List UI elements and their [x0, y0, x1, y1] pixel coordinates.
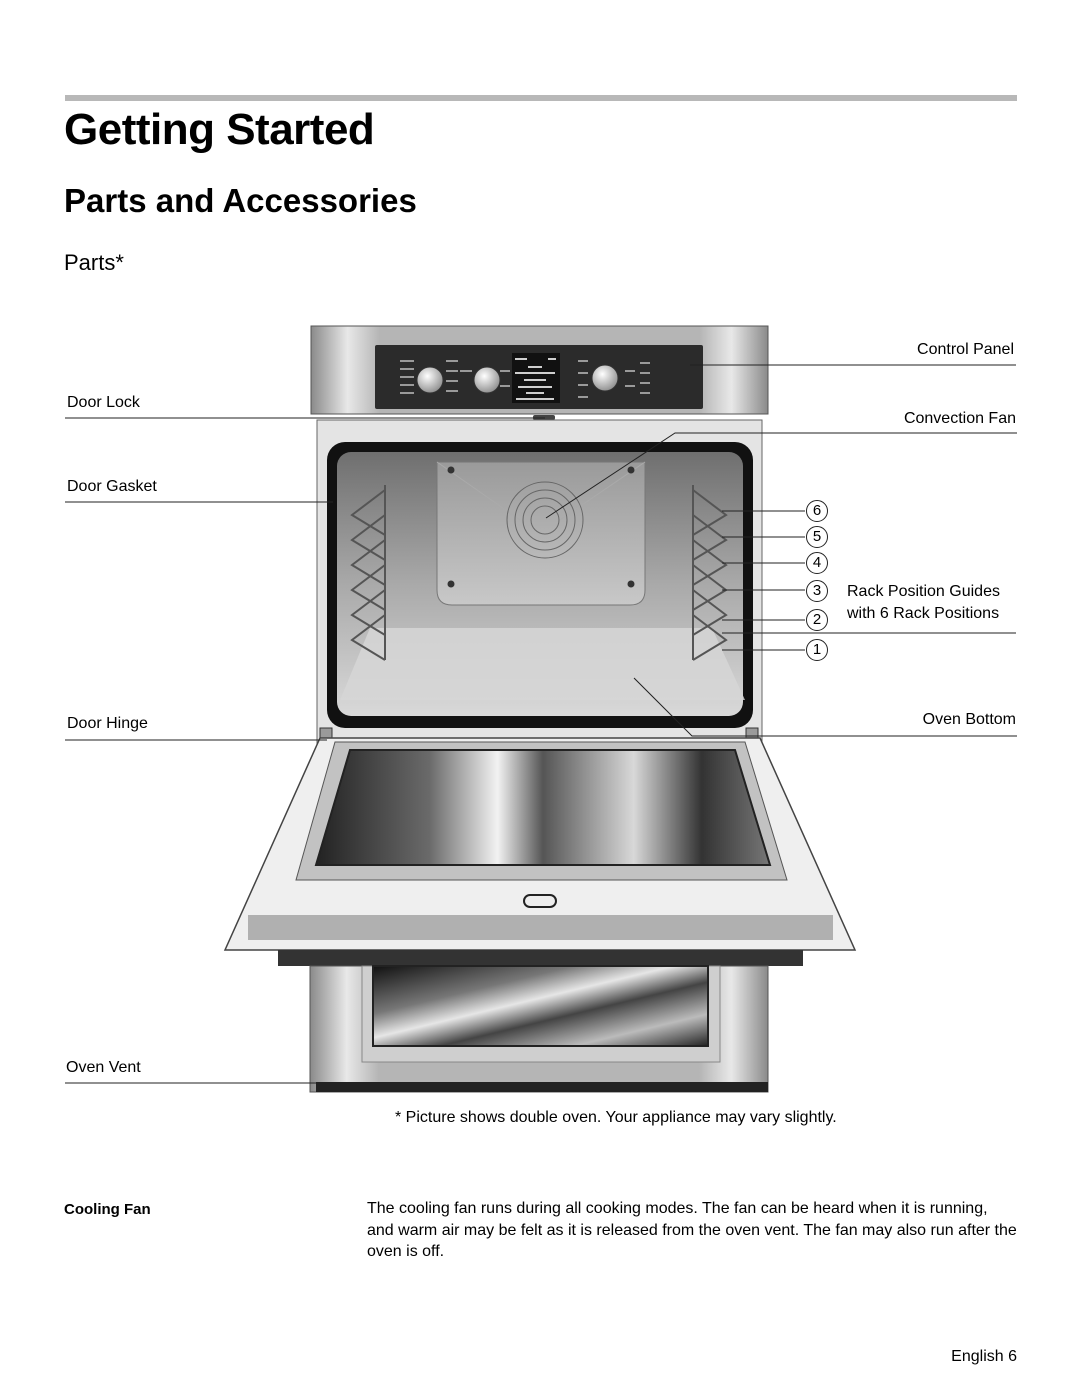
cooling-fan-description: The cooling fan runs during all cooking …	[367, 1200, 1017, 1260]
mode-knob	[416, 366, 444, 394]
convection-fan	[506, 481, 584, 559]
left-rack-guides	[350, 485, 386, 661]
settings-knob	[591, 364, 619, 392]
label-control-panel: Control Panel	[917, 341, 1014, 358]
label-door-lock: Door Lock	[67, 394, 140, 411]
subsection-heading: Parts*	[64, 250, 124, 275]
header-rule	[65, 95, 1017, 101]
oven-vent	[316, 1082, 768, 1092]
label-door-gasket: Door Gasket	[67, 478, 157, 495]
oven-bottom	[340, 628, 745, 700]
label-rack-guides-1: Rack Position Guides	[847, 583, 1000, 600]
section-heading: Parts and Accessories	[64, 182, 417, 219]
rack-position-4: 4	[806, 552, 828, 574]
figure-caption: * Picture shows double oven. Your applia…	[395, 1109, 837, 1126]
cooling-fan-term: Cooling Fan	[64, 1201, 151, 1218]
rack-position-5: 5	[806, 526, 828, 548]
rack-position-3: 3	[806, 580, 828, 602]
label-rack-guides-2: with 6 Rack Positions	[847, 605, 1000, 622]
rack-position-2: 2	[806, 609, 828, 631]
door-window	[314, 749, 772, 866]
panel-display	[512, 353, 560, 403]
rack-position-6: 6	[806, 500, 828, 522]
right-rack-guides	[692, 485, 728, 661]
leader-lines	[65, 364, 1017, 1084]
lower-oven-window	[372, 965, 709, 1047]
door-handle	[523, 894, 557, 908]
label-convection-fan: Convection Fan	[903, 410, 1016, 427]
label-oven-vent: Oven Vent	[66, 1059, 141, 1076]
label-door-hinge: Door Hinge	[67, 715, 148, 732]
page-footer: English 6	[951, 1348, 1017, 1365]
label-oven-bottom: Oven Bottom	[922, 711, 1016, 728]
rack-position-1: 1	[806, 639, 828, 661]
page-title: Getting Started	[64, 105, 375, 154]
panel-button-labels	[400, 360, 650, 398]
mode-knob-2	[473, 366, 501, 394]
